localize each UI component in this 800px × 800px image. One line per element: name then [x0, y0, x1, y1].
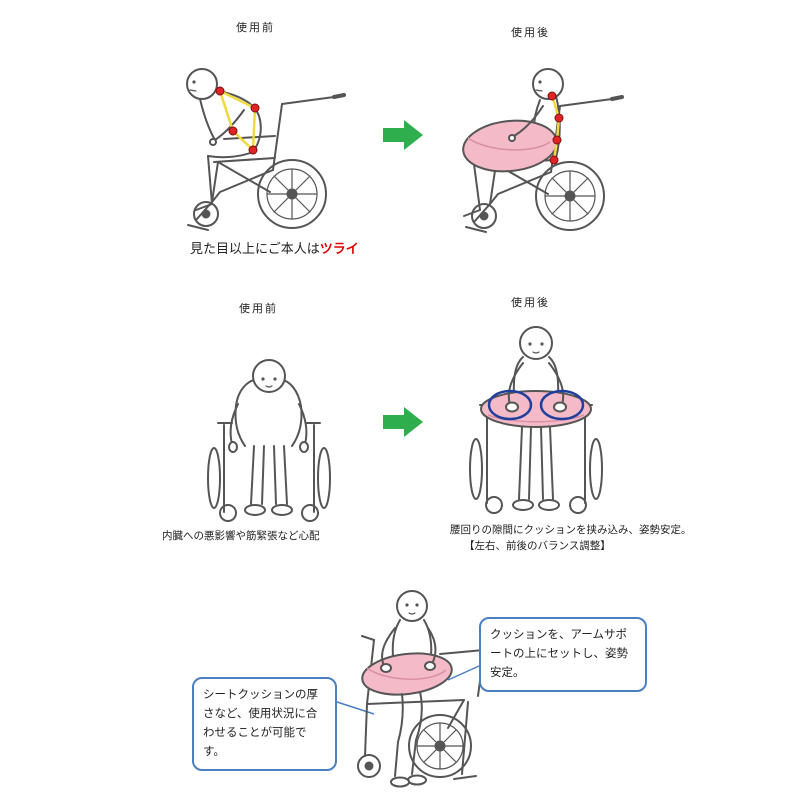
wheelchair-front: [207, 422, 331, 522]
posture-marker-dots: [547, 91, 564, 165]
side-view-after-label: 使用後: [511, 27, 550, 39]
focus-circles: [487, 389, 585, 421]
illustration-side-view-before: [186, 68, 346, 231]
wheelchair-side: [187, 93, 346, 231]
cushion: [462, 119, 558, 173]
callout-connector-lines: [336, 665, 480, 715]
posture-marker-lines: [217, 88, 257, 153]
person-with-cushion: [361, 590, 453, 788]
arrow-right-icon: [383, 407, 423, 437]
side-view-caption: 見た目以上にご本人はツライ: [190, 238, 359, 257]
front-view-before-caption: 内臓への悪影響や筋緊張など心配: [162, 530, 320, 542]
front-view-after-label: 使用後: [511, 297, 550, 309]
after-caption-line1: 腰回りの隙間にクッションを挟み込み、姿勢安定。: [450, 524, 692, 536]
person-slumped-side: [186, 68, 262, 211]
posture-marker-dots: [215, 86, 260, 155]
person-upright-side: [462, 68, 564, 217]
wheelchair-front: [469, 404, 603, 514]
illustration-front-view-before: [207, 359, 331, 522]
person-upright-front: [480, 326, 592, 511]
posture-marker-lines: [550, 95, 561, 161]
caption-highlight: ツライ: [319, 241, 359, 256]
caption-text: 見た目以上にご本人は: [190, 241, 320, 256]
front-view-before-label: 使用前: [239, 303, 278, 315]
wheelchair-three-quarter: [357, 635, 485, 780]
callout-arm-support: クッションを、アームサポートの上にセットし、姿勢安定。: [479, 617, 647, 692]
front-view-after-caption: 腰回りの隙間にクッションを挟み込み、姿勢安定。 【左右、前後のバランス調整】: [450, 522, 692, 555]
after-caption-line2: 【左右、前後のバランス調整】: [464, 540, 611, 553]
person-slumped-front: [228, 359, 309, 516]
illustration-wheelchair-with-cushion: [357, 590, 485, 788]
illustration-front-view-after: [469, 326, 603, 514]
callout-seat-cushion: シートクッションの厚さなど、使用状況に合わせることが可能です。: [192, 677, 337, 771]
side-view-before-label: 使用前: [236, 22, 275, 34]
arrow-right-icon: [383, 120, 423, 150]
illustration-side-view-after: [462, 68, 624, 233]
